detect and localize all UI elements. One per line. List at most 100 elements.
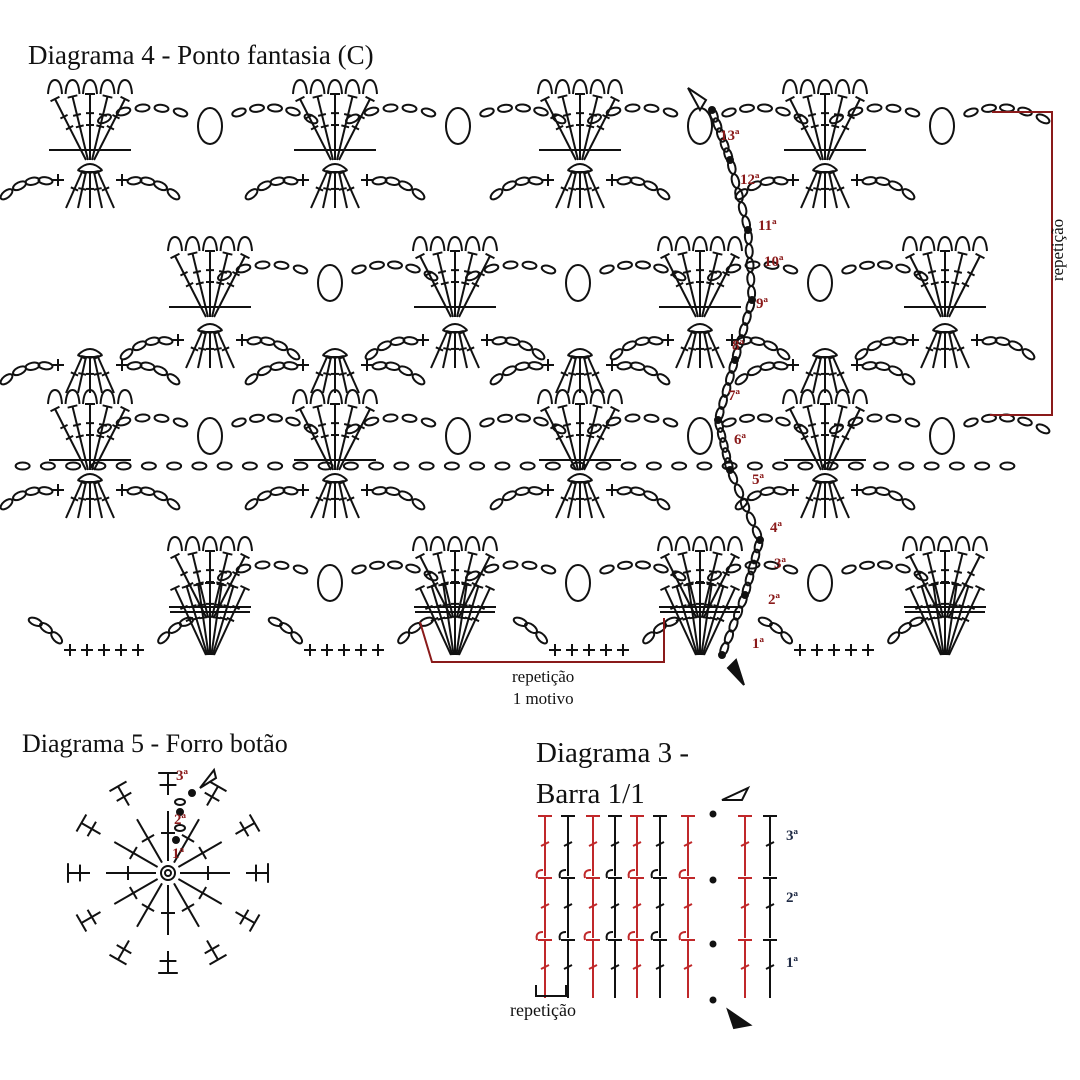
small-fan-stitch xyxy=(583,356,593,394)
picot xyxy=(184,235,201,252)
start-chain xyxy=(745,257,755,273)
small-fan-stitch xyxy=(680,346,689,352)
bottom-fan-stitch xyxy=(437,616,446,621)
picot xyxy=(572,78,588,95)
small-fan-stitch xyxy=(560,371,569,377)
chain-arc xyxy=(231,417,247,428)
bottom-fan-stitch xyxy=(675,586,699,656)
picot xyxy=(344,78,361,95)
bottom-fan-stitch xyxy=(683,582,694,587)
chain-arc xyxy=(551,113,567,125)
chain-arc xyxy=(859,560,875,570)
chain-arc xyxy=(1021,348,1036,361)
shell-stitch xyxy=(59,113,69,120)
bottom-fan-stitch xyxy=(702,616,711,620)
chain-arc xyxy=(763,340,778,352)
chain-arc xyxy=(364,348,379,361)
shell-stitch xyxy=(660,252,670,260)
small-fan-stitch xyxy=(555,171,573,209)
shell-stitch xyxy=(975,252,985,260)
small-fan-stitch xyxy=(93,356,103,394)
bottom-fan-stitch xyxy=(179,604,189,611)
bottom-fan-stitch xyxy=(961,616,970,623)
chain-row xyxy=(772,461,789,471)
small-fan-stitch xyxy=(70,186,79,192)
shell-stitch xyxy=(682,569,692,574)
magic-ring xyxy=(160,865,176,881)
shell-stitch xyxy=(50,95,60,103)
picot xyxy=(692,535,708,552)
chain-arc xyxy=(512,616,528,627)
chain-arc xyxy=(97,423,112,435)
d5-row-label-3: 3ª xyxy=(176,768,188,784)
chain-loop xyxy=(687,107,713,145)
small-fan-stitch xyxy=(583,171,593,209)
small-fan-stitch xyxy=(93,169,103,175)
row-label-1: 1ª xyxy=(752,636,764,652)
chain-arc xyxy=(0,498,14,511)
small-fan-stitch xyxy=(933,347,942,351)
shell-stitch xyxy=(187,551,198,556)
shell-stitch xyxy=(226,281,235,288)
small-fan-stitch xyxy=(828,171,838,209)
shell-stitch xyxy=(730,552,740,560)
bar-stitch-bar xyxy=(740,964,750,970)
small-fan-stitch xyxy=(338,354,348,360)
chain-row xyxy=(115,461,132,471)
small-fan-stitch xyxy=(587,356,605,394)
bottom-fan-stitch xyxy=(916,583,927,589)
shell-stitch xyxy=(930,281,939,286)
small-fan-stitch xyxy=(93,354,103,360)
small-fan-stitch xyxy=(555,356,573,394)
small-fan-stitch xyxy=(828,497,837,501)
repeat-bracket-side xyxy=(990,111,1053,416)
shell-stitch xyxy=(50,405,60,413)
shell-stitch xyxy=(111,423,121,430)
end-arrow-icon xyxy=(721,785,751,801)
shell-stitch xyxy=(660,552,670,560)
bottom-fan-stitch xyxy=(949,603,958,607)
chain-arc xyxy=(963,107,979,118)
chain-arc xyxy=(734,373,749,386)
bottom-fan-stitch xyxy=(471,616,480,623)
small-fan-stitch xyxy=(338,497,347,501)
shell-stitch xyxy=(677,251,688,256)
chain-arc xyxy=(888,180,903,192)
shell-stitch xyxy=(365,95,375,103)
shell-stitch xyxy=(922,251,933,256)
shell-stitch xyxy=(437,569,447,574)
shell-stitch xyxy=(102,404,113,409)
chain-loop xyxy=(317,564,343,602)
chain-loop xyxy=(929,417,955,455)
bottom-fan-stitch xyxy=(228,583,239,589)
picot xyxy=(184,535,201,552)
chain-arc xyxy=(540,564,557,575)
shell-stitch xyxy=(102,94,113,99)
chain-arc xyxy=(369,560,385,570)
chain-row xyxy=(166,461,183,471)
bottom-fan-stitch xyxy=(213,587,246,656)
start-chain xyxy=(739,497,751,513)
chain-arc xyxy=(502,260,519,270)
chain-arc xyxy=(721,107,737,118)
picot xyxy=(589,388,606,405)
bottom-fan-stitch xyxy=(174,587,207,656)
shell-stitch xyxy=(295,95,305,103)
small-fan-stitch xyxy=(65,481,83,519)
small-fan-stitch xyxy=(952,331,970,369)
chain-loop xyxy=(929,107,955,145)
picot xyxy=(82,78,98,95)
bar-stitch-curl xyxy=(535,869,544,879)
shell-stitch xyxy=(716,281,725,288)
chain-arc xyxy=(244,498,259,511)
chain-arc xyxy=(901,188,916,201)
bar-stitch-curl xyxy=(678,931,687,941)
bottom-fan-stitch xyxy=(476,604,486,611)
bottom-fan-stitch xyxy=(932,603,941,607)
shell-stitch xyxy=(317,422,327,427)
chain-row xyxy=(317,461,334,471)
small-fan-stitch xyxy=(77,481,87,519)
chain-arc xyxy=(423,570,439,582)
chain-arc xyxy=(617,260,633,270)
shell-stitch xyxy=(312,404,323,409)
